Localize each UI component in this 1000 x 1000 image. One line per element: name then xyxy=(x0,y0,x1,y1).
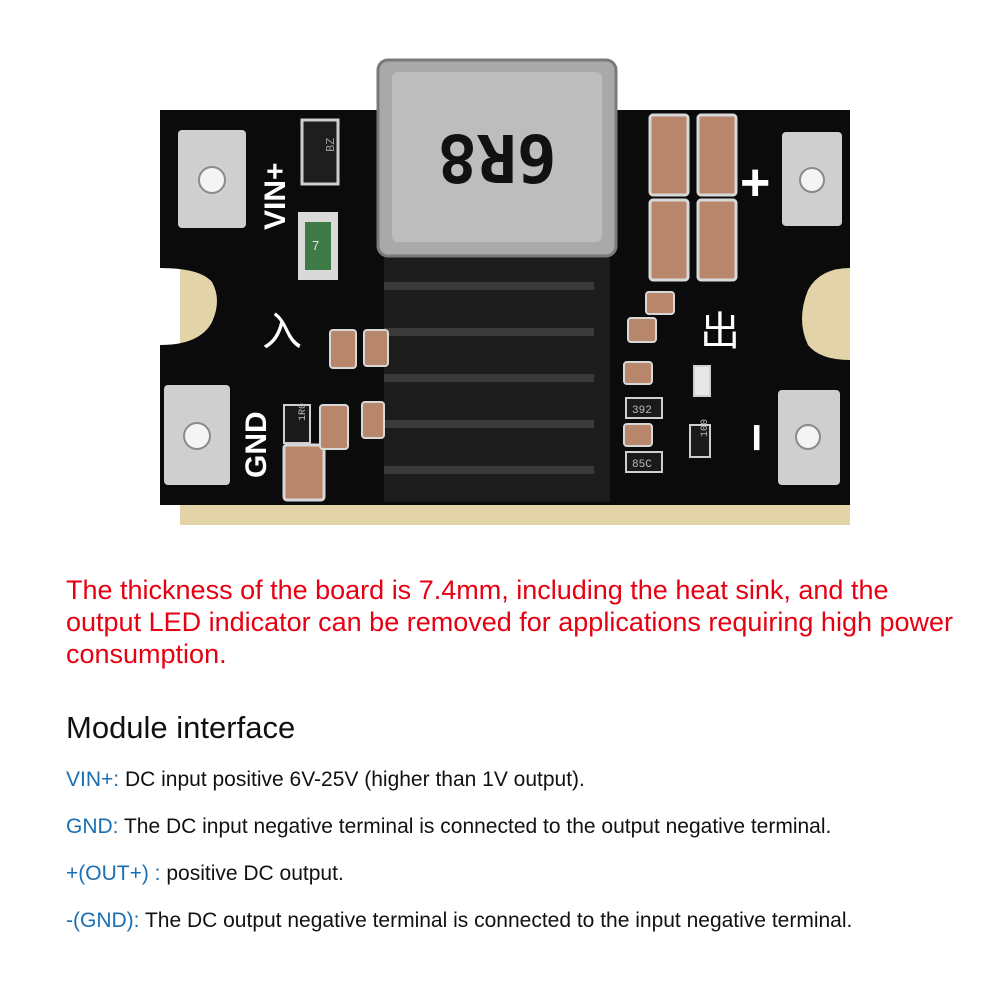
svg-text:1R0: 1R0 xyxy=(298,403,309,421)
resistors: 1R0 392 85C 100 xyxy=(283,397,711,473)
output-led xyxy=(693,365,711,397)
dc-dc-module-photo: VIN+ GND 入 出 + − BZ 7 6R8 xyxy=(160,58,850,525)
silkscreen-minus-label: − xyxy=(729,423,785,452)
interface-desc: The DC output negative terminal is conne… xyxy=(139,909,853,932)
interface-item-gnd: GND: The DC input negative terminal is c… xyxy=(66,815,986,862)
svg-text:85C: 85C xyxy=(632,459,652,471)
inductor-code: 6R8 xyxy=(437,119,556,196)
interface-key: +(OUT+) : xyxy=(66,862,161,885)
interface-desc: The DC input negative terminal is connec… xyxy=(118,815,832,838)
silkscreen-out-label: 出 xyxy=(700,309,740,355)
interface-item-vin: VIN+: DC input positive 6V-25V (higher t… xyxy=(66,768,986,815)
svg-text:7: 7 xyxy=(312,238,319,253)
interface-key: -(GND): xyxy=(66,909,140,932)
interface-desc: positive DC output. xyxy=(160,862,344,885)
interface-item-out-plus: +(OUT+) : positive DC output. xyxy=(66,862,986,909)
inductor: 6R8 xyxy=(376,58,618,258)
section-title-module-interface: Module interface xyxy=(66,710,296,745)
svg-text:100: 100 xyxy=(700,419,711,437)
diode: BZ xyxy=(300,118,340,186)
interface-item-out-gnd: -(GND): The DC output negative terminal … xyxy=(66,909,986,956)
interface-desc: DC input positive 6V-25V (higher than 1V… xyxy=(119,768,585,791)
terminal-pads xyxy=(164,130,842,485)
board-thickness-note: The thickness of the board is 7.4mm, inc… xyxy=(66,575,954,669)
silkscreen-plus-label: + xyxy=(740,154,770,212)
interface-key: GND: xyxy=(66,815,119,838)
interface-list: VIN+: DC input positive 6V-25V (higher t… xyxy=(66,768,986,956)
svg-text:392: 392 xyxy=(632,405,652,417)
heat-sink xyxy=(384,240,610,502)
silkscreen-vin-label: VIN+ xyxy=(259,162,292,230)
silkscreen-gnd-label: GND xyxy=(240,411,273,478)
svg-text:BZ: BZ xyxy=(324,138,338,152)
silkscreen-in-label: 入 xyxy=(262,309,302,355)
interface-key: VIN+: xyxy=(66,768,120,791)
capacitors xyxy=(282,113,738,502)
fuse: 7 xyxy=(298,212,338,280)
